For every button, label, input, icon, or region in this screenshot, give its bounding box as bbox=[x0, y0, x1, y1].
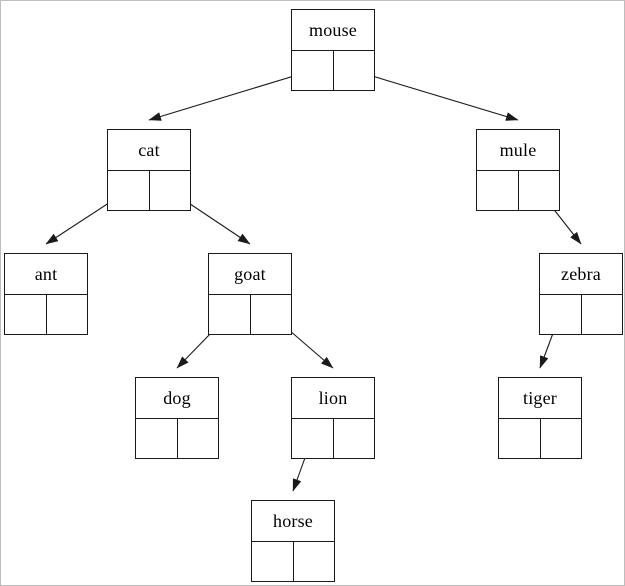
tree-edge-mouse-mule bbox=[353, 69, 519, 121]
tree-node-mouse: mouse bbox=[291, 9, 375, 91]
pointer-cells bbox=[477, 171, 559, 210]
pointer-cells bbox=[292, 419, 374, 458]
tree-node-goat: goat bbox=[208, 253, 292, 335]
right-pointer-cell bbox=[334, 51, 375, 90]
left-pointer-cell bbox=[499, 419, 541, 458]
left-pointer-cell bbox=[477, 171, 519, 210]
right-pointer-cell bbox=[582, 295, 623, 334]
tree-node-cat: cat bbox=[107, 129, 191, 211]
node-label: cat bbox=[108, 130, 190, 171]
node-label: mouse bbox=[292, 10, 374, 51]
left-pointer-cell bbox=[292, 51, 334, 90]
tree-edge-mouse-cat bbox=[148, 69, 313, 121]
pointer-cells bbox=[499, 419, 581, 458]
pointer-cells bbox=[209, 295, 291, 334]
left-pointer-cell bbox=[108, 171, 150, 210]
pointer-cells bbox=[292, 51, 374, 90]
right-pointer-cell bbox=[519, 171, 560, 210]
pointer-cells bbox=[540, 295, 622, 334]
tree-node-horse: horse bbox=[251, 500, 335, 582]
tree-node-zebra: zebra bbox=[539, 253, 623, 335]
left-pointer-cell bbox=[209, 295, 251, 334]
tree-node-ant: ant bbox=[4, 253, 88, 335]
tree-node-lion: lion bbox=[291, 377, 375, 459]
pointer-cells bbox=[5, 295, 87, 334]
left-pointer-cell bbox=[540, 295, 582, 334]
pointer-cells bbox=[136, 419, 218, 458]
tree-node-dog: dog bbox=[135, 377, 219, 459]
left-pointer-cell bbox=[5, 295, 47, 334]
left-pointer-cell bbox=[252, 542, 294, 581]
node-label: lion bbox=[292, 378, 374, 419]
left-pointer-cell bbox=[292, 419, 334, 458]
node-label: zebra bbox=[540, 254, 622, 295]
pointer-cells bbox=[108, 171, 190, 210]
node-label: ant bbox=[5, 254, 87, 295]
node-label: mule bbox=[477, 130, 559, 171]
node-label: dog bbox=[136, 378, 218, 419]
node-label: goat bbox=[209, 254, 291, 295]
tree-node-mule: mule bbox=[476, 129, 560, 211]
right-pointer-cell bbox=[251, 295, 292, 334]
right-pointer-cell bbox=[541, 419, 582, 458]
pointer-cells bbox=[252, 542, 334, 581]
node-label: tiger bbox=[499, 378, 581, 419]
node-label: horse bbox=[252, 501, 334, 542]
left-pointer-cell bbox=[136, 419, 178, 458]
right-pointer-cell bbox=[150, 171, 191, 210]
tree-node-tiger: tiger bbox=[498, 377, 582, 459]
right-pointer-cell bbox=[178, 419, 219, 458]
right-pointer-cell bbox=[334, 419, 375, 458]
right-pointer-cell bbox=[47, 295, 88, 334]
right-pointer-cell bbox=[294, 542, 335, 581]
